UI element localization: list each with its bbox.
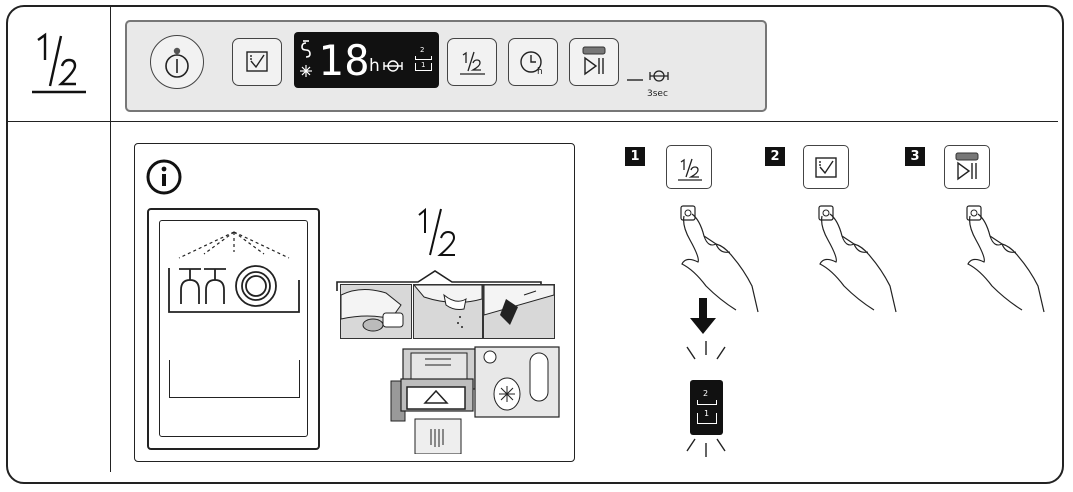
finger-press-icon (680, 205, 759, 313)
step-number-badge: 3 (905, 147, 925, 166)
control-panel: 18 h 2 1 h (125, 20, 767, 112)
half-load-button[interactable] (447, 38, 497, 86)
dishwasher-interior (147, 208, 320, 450)
half-load-symbol-icon (28, 30, 90, 100)
detergent-steps-bracket (336, 270, 542, 291)
rinse-aid-icon (301, 40, 311, 58)
rack-indicator: 2 1 (414, 46, 432, 74)
program-button[interactable] (232, 38, 282, 86)
start-pause-icon (955, 152, 979, 181)
detergent-dispenser-icon (390, 346, 560, 454)
display-digits: 18 (318, 36, 371, 85)
section-divider-vertical (110, 6, 111, 472)
step-3-start-pause-button[interactable] (944, 145, 990, 189)
step-number-badge: 1 (625, 147, 645, 166)
spray-and-dishes-icon (168, 231, 300, 313)
start-pause-button[interactable] (569, 38, 619, 86)
finger-press-icon (966, 205, 1045, 313)
half-load-icon (678, 158, 702, 181)
hold-duration-label: 3sec (647, 89, 668, 99)
step-number-badge: 2 (765, 147, 785, 166)
salt-icon (300, 65, 312, 77)
hold-press-icon (627, 70, 669, 82)
arrow-down-icon (690, 298, 716, 334)
power-button[interactable] (150, 35, 204, 89)
instruction-frame (6, 5, 1064, 484)
half-load-icon (460, 51, 485, 75)
delay-start-icon: h (520, 51, 543, 77)
svg-text:h: h (537, 67, 543, 77)
step-1-half-load-button[interactable] (666, 145, 712, 189)
program-icon (815, 157, 837, 178)
finger-press-icon (818, 205, 897, 313)
indicator-rays-icon (686, 341, 726, 457)
start-pause-icon (582, 46, 606, 76)
detergent-step-image (340, 284, 412, 339)
section-divider-horizontal (6, 121, 1058, 122)
delay-start-button[interactable]: h (508, 38, 558, 86)
rack-indicator-lit: 2 1 (690, 380, 723, 435)
detergent-step-image (483, 284, 555, 339)
detergent-step-image (413, 284, 483, 339)
half-load-large-symbol (418, 207, 456, 256)
display-screen: 18 h 2 1 (294, 32, 439, 88)
display-unit: h (369, 56, 380, 76)
power-icon (165, 47, 189, 78)
info-box (134, 143, 575, 462)
step-2-program-button[interactable] (803, 145, 849, 189)
info-icon (146, 159, 182, 195)
hold-icon (383, 60, 403, 72)
program-icon (246, 51, 268, 72)
